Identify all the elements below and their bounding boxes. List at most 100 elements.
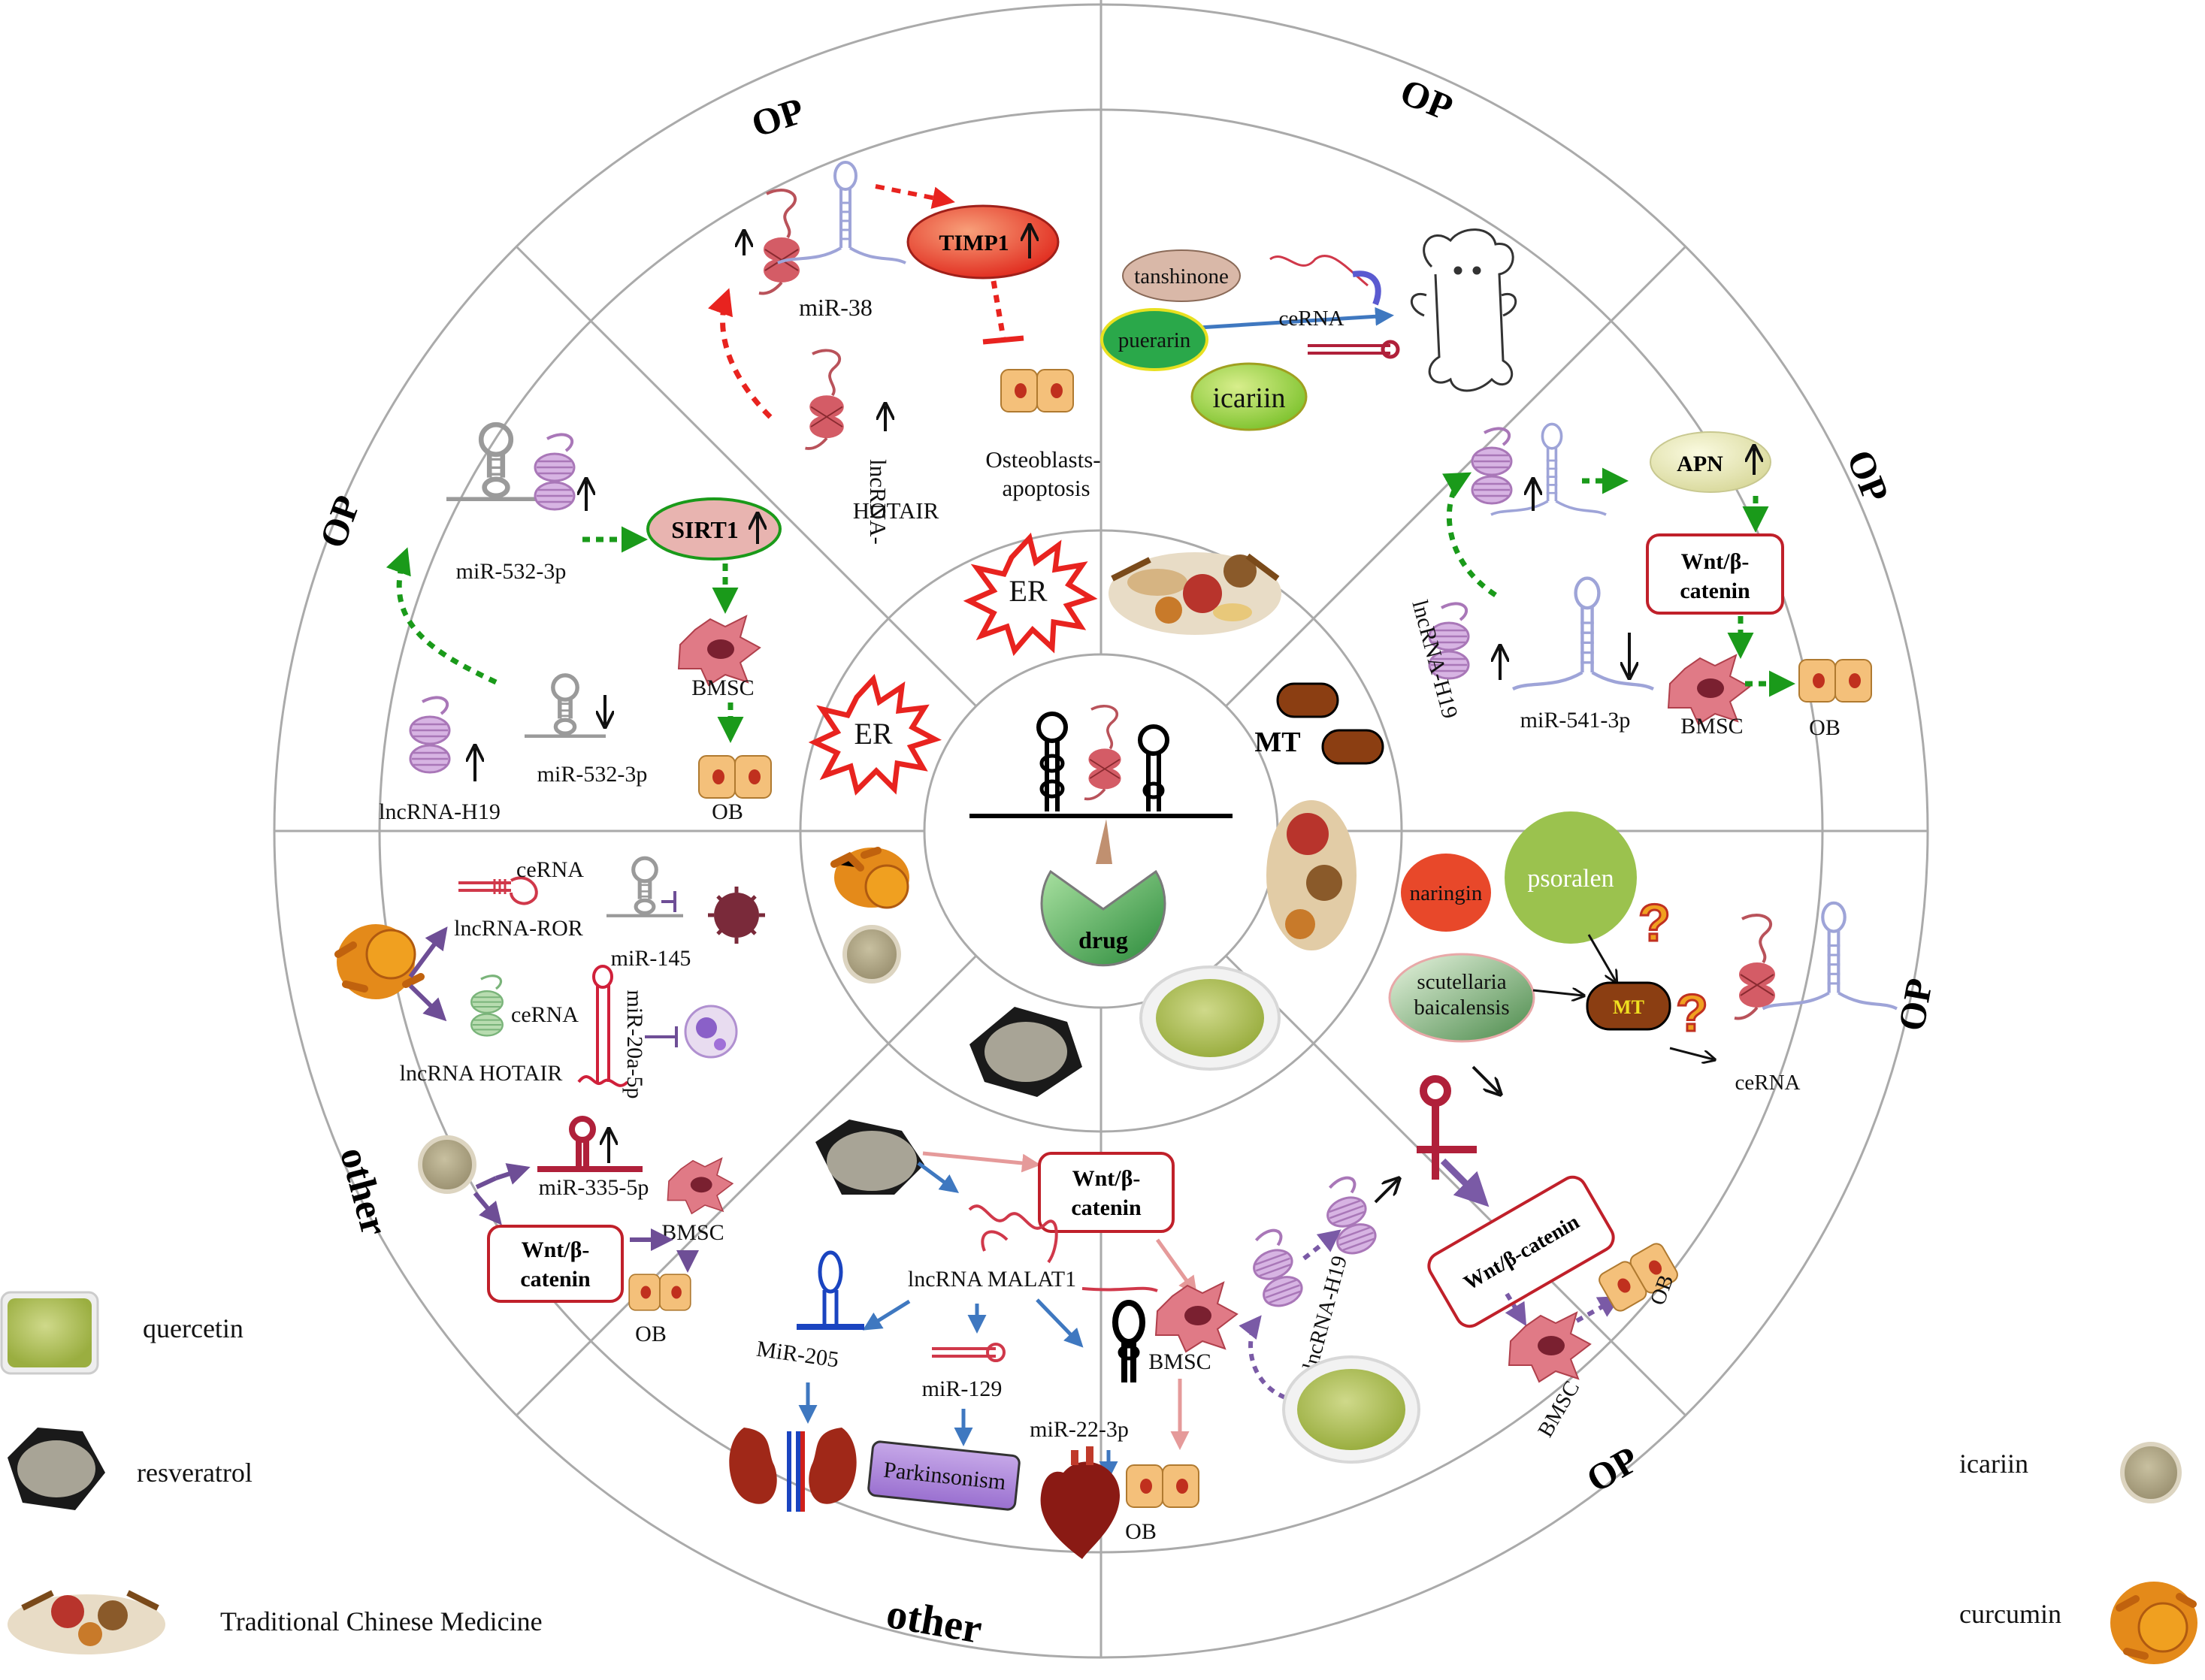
tcm-lower-image bbox=[1266, 800, 1357, 950]
seg-op-left: OP bbox=[311, 490, 368, 553]
tcm-top-image bbox=[1109, 552, 1281, 635]
mir335-hairpin bbox=[537, 1116, 643, 1172]
naringin-label: naringin bbox=[1410, 881, 1483, 905]
center-hairpin-right bbox=[1138, 724, 1169, 811]
drug-label: drug bbox=[1078, 926, 1128, 953]
top-lnc-hotair-label-1: lncRNA- bbox=[865, 459, 891, 545]
legend-icariin-swatch bbox=[2120, 1442, 2182, 1503]
mt-lower-label: MT bbox=[1613, 996, 1644, 1018]
timp1-label: TIMP1 bbox=[939, 231, 1009, 255]
kidney-icon bbox=[729, 1428, 857, 1512]
right-wnt-label-1: Wnt/β- bbox=[1681, 549, 1750, 574]
seg-op-right-lower: OP bbox=[1890, 975, 1940, 1034]
left-mir532-bottom-label: miR-532-3p bbox=[537, 762, 648, 787]
left-upper-sector: miR-532-3p SIRT1 BMSC OB lncRNA-H19 miR-… bbox=[379, 425, 782, 824]
left-wnt-label-1: Wnt/β- bbox=[522, 1237, 590, 1262]
legend-tcm-swatch bbox=[8, 1590, 165, 1654]
icariin-inner-image bbox=[842, 925, 901, 984]
bottom-right-sector: Wnt/β-catenin lncRNA-H19 BMSC OB bbox=[1239, 1065, 1681, 1464]
icariin-left-image bbox=[418, 1135, 476, 1194]
mt-right-label: MT bbox=[1254, 727, 1300, 758]
legend: quercetin resveratrol Traditional Chines… bbox=[0, 1291, 2197, 1664]
red-hairpin-inhibitor bbox=[1417, 1075, 1477, 1180]
psoralen-circle bbox=[1505, 811, 1637, 944]
naringin-ellipse bbox=[1401, 854, 1491, 932]
top-osteo-label-2: apoptosis bbox=[1002, 475, 1090, 501]
puerarin-ellipse bbox=[1100, 308, 1208, 371]
top-osteo-label-1: Osteoblasts- bbox=[985, 446, 1100, 473]
scutellaria-label-2: baicalensis bbox=[1414, 996, 1509, 1020]
left-bmsc-lower-label: BMSC bbox=[661, 1220, 724, 1245]
tanshinone-ellipse bbox=[1122, 249, 1241, 302]
bottom-sector: Wnt/β- catenin lncRNA MALAT1 MiR-205 miR… bbox=[729, 1119, 1238, 1559]
er-left-starburst: ER bbox=[808, 673, 942, 796]
right-wnt-box bbox=[1646, 533, 1784, 615]
left-mir145-label: miR-145 bbox=[611, 946, 691, 971]
parkinsonism-box bbox=[867, 1440, 1021, 1511]
bottom-wnt-box bbox=[1038, 1152, 1175, 1233]
apn-label: APN bbox=[1677, 452, 1723, 476]
mir129-hairpin bbox=[932, 1343, 1006, 1362]
mir129-label: miR-129 bbox=[922, 1376, 1003, 1401]
drug-pie bbox=[1040, 869, 1166, 967]
seg-op-bottom-right: OP bbox=[1579, 1438, 1645, 1500]
right-wnt-label-2: catenin bbox=[1680, 579, 1750, 603]
center-hairpin-left bbox=[1036, 712, 1068, 811]
legend-curcumin-swatch bbox=[2110, 1582, 2197, 1664]
seg-op-top-left: OP bbox=[746, 89, 809, 145]
bottom-wnt-label-2: catenin bbox=[1071, 1195, 1142, 1220]
seg-other-bottom: other bbox=[883, 1591, 985, 1653]
legend-quercetin-label: quercetin bbox=[143, 1313, 243, 1343]
bottom-bmsc-label: BMSC bbox=[1148, 1349, 1211, 1374]
heart-icon bbox=[1040, 1446, 1120, 1559]
quercetin-inner-image bbox=[1139, 965, 1281, 1071]
question-mark-icon: ? bbox=[1638, 893, 1672, 953]
icariin-label: icariin bbox=[1212, 382, 1285, 414]
seg-op-right-upper: OP bbox=[1839, 444, 1898, 508]
right-mir541-label: miR-541-3p bbox=[1520, 708, 1631, 733]
center-spike bbox=[1096, 819, 1112, 864]
bottom-right-wnt-box bbox=[1427, 1175, 1615, 1328]
left-lower-sector: ceRNA lncRNA-ROR miR-145 ceRNA lncRNA HO… bbox=[334, 857, 765, 1346]
sirt1-ellipse bbox=[646, 497, 782, 561]
legend-quercetin-swatch bbox=[0, 1291, 99, 1375]
right-ob-label: OB bbox=[1809, 715, 1841, 740]
psoralen-label: psoralen bbox=[1527, 865, 1614, 893]
malat1-label: lncRNA MALAT1 bbox=[908, 1267, 1076, 1292]
right-upper-sector: APN Wnt/β- catenin BMSC OB lncRNA-H19 mi… bbox=[1407, 422, 1872, 740]
mir205-hairpin bbox=[797, 1250, 864, 1330]
svg-text:?: ? bbox=[1638, 893, 1671, 952]
mt-right-capsules: MT bbox=[1254, 682, 1384, 765]
left-wnt-label-2: catenin bbox=[520, 1267, 591, 1292]
er-left-label: ER bbox=[854, 717, 892, 751]
scutellaria-ellipse bbox=[1388, 953, 1535, 1043]
left-cerna-label-1: ceRNA bbox=[516, 857, 584, 882]
legend-icariin-label: icariin bbox=[1959, 1449, 2028, 1479]
mt-lower-capsule bbox=[1586, 981, 1671, 1031]
left-mir20a-label: miR-20a-5p bbox=[622, 990, 647, 1099]
curcumin-inner-image bbox=[830, 847, 909, 909]
icariin-ellipse bbox=[1190, 362, 1308, 431]
bottom-right-lnc-h19-label: lncRNA-H19 bbox=[1299, 1253, 1352, 1373]
left-lnc-h19-label: lncRNA-H19 bbox=[379, 799, 501, 824]
seg-other-left: other bbox=[331, 1143, 396, 1240]
timp1-ellipse: TIMP1 bbox=[906, 204, 1060, 279]
puerarin-label: puerarin bbox=[1118, 328, 1191, 352]
curcumin-left-image bbox=[334, 924, 425, 999]
mir22-hairpin bbox=[1112, 1300, 1145, 1382]
resveratrol-bottom-image bbox=[827, 1131, 917, 1191]
scutellaria-label-1: scutellaria bbox=[1417, 970, 1506, 994]
virus-icon bbox=[708, 887, 765, 944]
apn-ellipse bbox=[1650, 431, 1771, 493]
strong-bone-icon bbox=[1410, 228, 1517, 392]
resveratrol-inner-image bbox=[969, 1007, 1082, 1097]
sirt1-label: SIRT1 bbox=[671, 516, 739, 543]
left-bmsc-label: BMSC bbox=[691, 675, 754, 700]
center-hub: drug bbox=[969, 704, 1233, 967]
bottom-ob-label: OB bbox=[1125, 1519, 1157, 1544]
top-sector: miR-38 TIMP1 Osteoblasts- apoptosis lncR… bbox=[708, 161, 1101, 545]
left-lnc-hotair-label: lncRNA HOTAIR bbox=[400, 1061, 563, 1086]
question-mark-icon-2: ? bbox=[1675, 983, 1710, 1044]
mir22-label: miR-22-3p bbox=[1030, 1417, 1129, 1442]
